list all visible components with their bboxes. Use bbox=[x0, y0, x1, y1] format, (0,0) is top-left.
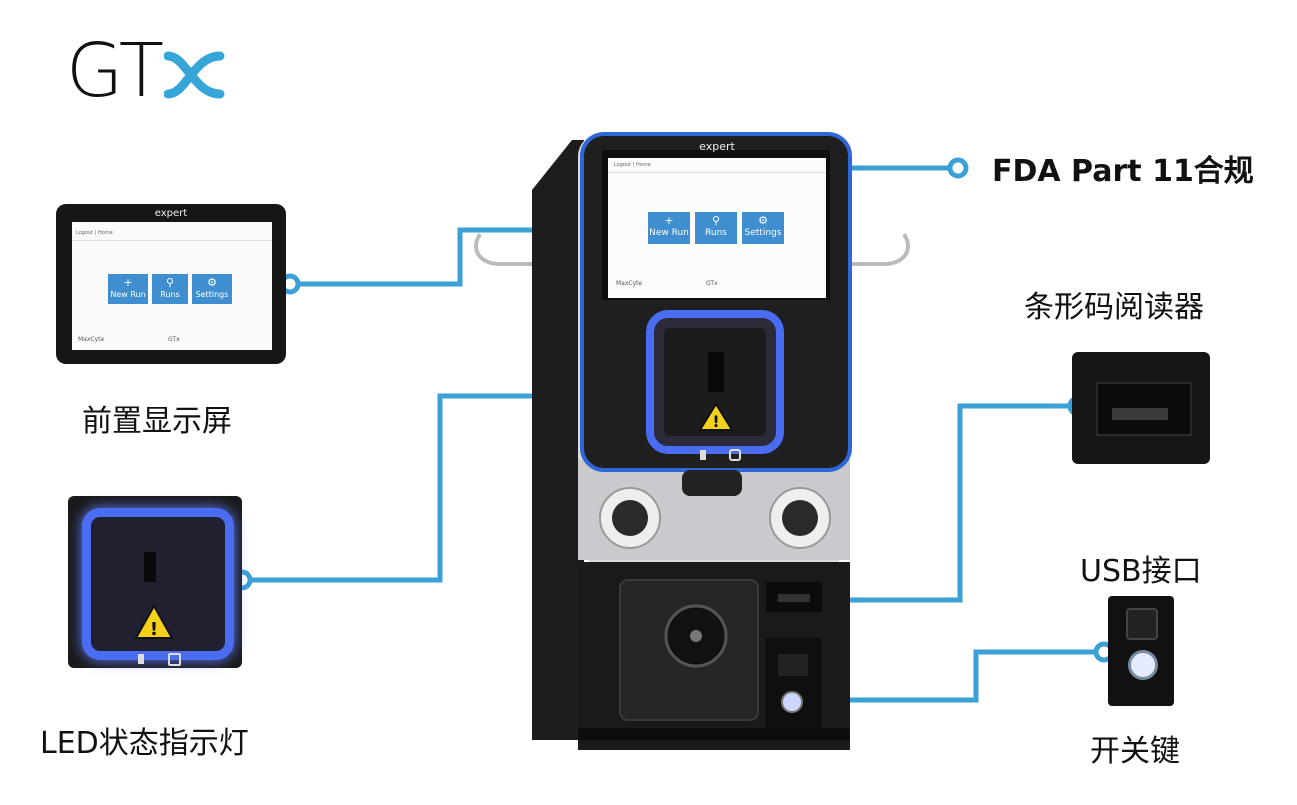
home-link[interactable]: Home bbox=[636, 162, 651, 168]
device-screen[interactable]: Logout | Home + New Run ⚲ Runs ⚙ Setting… bbox=[608, 158, 826, 298]
maxcyte-logo: MaxCyte bbox=[616, 280, 643, 287]
tablet-model-tag: GTx bbox=[168, 336, 180, 343]
led-label: LED状态指示灯 bbox=[40, 726, 249, 761]
usb-label: USB接口 bbox=[1080, 554, 1202, 589]
right-handle bbox=[840, 232, 910, 266]
power-label: 开关键 bbox=[1090, 734, 1180, 769]
barcode-label: 条形码阅读器 bbox=[1024, 290, 1204, 325]
gear-icon: ⚙ bbox=[758, 214, 768, 227]
fda-label: FDA Part 11合规 bbox=[992, 154, 1254, 189]
power-button bbox=[781, 691, 803, 713]
led-thumbnail: ! bbox=[68, 496, 242, 668]
power-button-thumb bbox=[1128, 650, 1158, 680]
usb-port bbox=[778, 654, 808, 676]
tablet-topbar: Logout | Home bbox=[72, 230, 272, 241]
gear-icon: ⚙ bbox=[207, 276, 217, 289]
settings-button[interactable]: ⚙ Settings bbox=[742, 212, 784, 244]
search-icon: ⚲ bbox=[711, 214, 721, 227]
tablet-screen: Logout | Home + New Run ⚲ Runs ⚙ Setting… bbox=[72, 222, 272, 350]
x-swoosh-icon bbox=[163, 51, 225, 99]
tablet-runs-button: ⚲ Runs bbox=[152, 274, 188, 304]
svg-text:!: ! bbox=[150, 619, 158, 640]
model-tag: GTx bbox=[706, 280, 718, 287]
device-brand: expert bbox=[699, 140, 735, 153]
usb-port-thumb bbox=[1126, 608, 1158, 640]
warning-icon: ! bbox=[134, 604, 174, 640]
device-screen-topbar: Logout | Home bbox=[608, 162, 826, 173]
logo-text: GT bbox=[66, 28, 164, 114]
tablet-maxcyte-logo: MaxCyte bbox=[78, 336, 105, 343]
logout-link[interactable]: Logout bbox=[614, 162, 632, 168]
svg-text:!: ! bbox=[712, 412, 719, 431]
barcode-reader-thumbnail bbox=[1072, 352, 1210, 464]
runs-button[interactable]: ⚲ Runs bbox=[695, 212, 737, 244]
left-handle bbox=[474, 232, 572, 266]
plus-icon: + bbox=[664, 214, 674, 227]
warning-icon bbox=[698, 402, 734, 431]
new-run-button[interactable]: + New Run bbox=[648, 212, 690, 244]
tablet-settings-button: ⚙ Settings bbox=[192, 274, 232, 304]
search-icon: ⚲ bbox=[165, 276, 175, 289]
front-display-label: 前置显示屏 bbox=[82, 404, 232, 439]
gtx-logo: GT bbox=[66, 28, 234, 108]
tablet-new-run-button: + New Run bbox=[108, 274, 148, 304]
front-display-thumbnail: expert Logout | Home + New Run ⚲ Runs ⚙ … bbox=[56, 204, 286, 364]
plus-icon: + bbox=[123, 276, 133, 289]
tablet-brand: expert bbox=[154, 208, 188, 219]
usb-power-thumbnail bbox=[1108, 596, 1174, 706]
